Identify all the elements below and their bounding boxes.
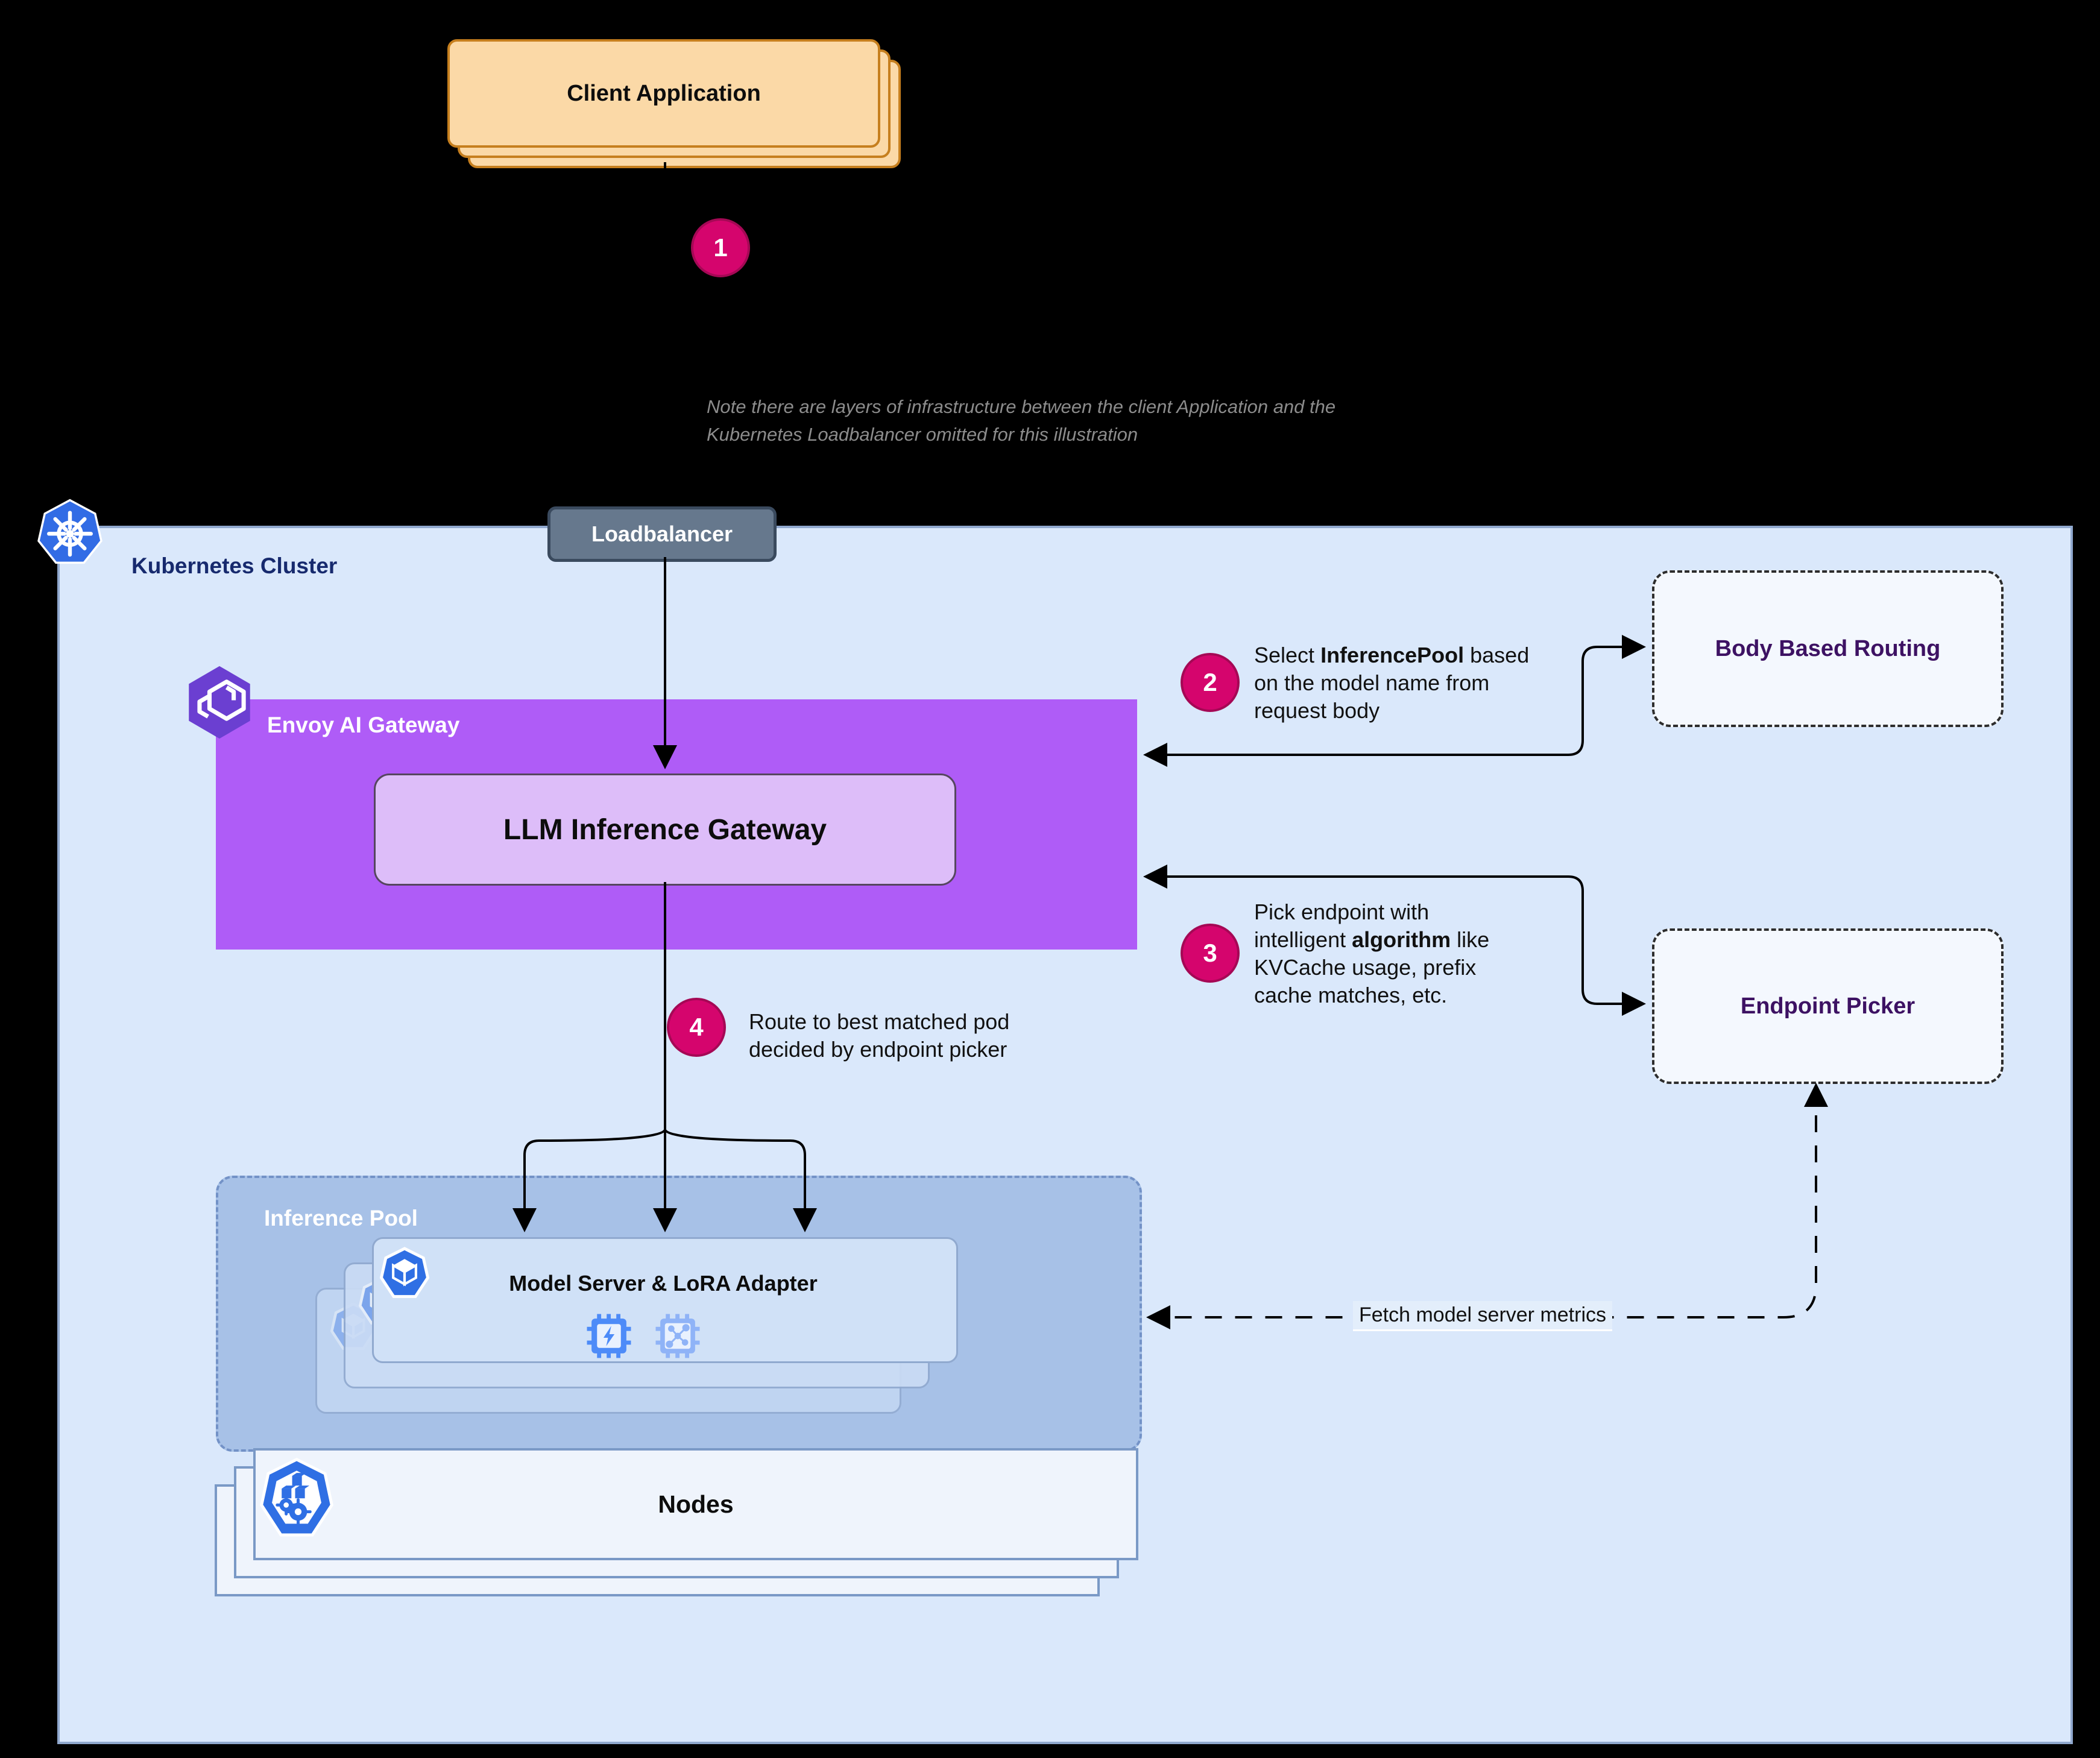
step-3-text: Pick endpoint with intelligent algorithm… — [1254, 898, 1489, 1009]
llm-inference-gateway-label: LLM Inference Gateway — [503, 813, 827, 846]
step-2-line-1: Select InferencePool based — [1254, 643, 1530, 667]
envoy-ai-gateway-label: Envoy AI Gateway — [267, 713, 460, 737]
step-2-line-3: request body — [1254, 698, 1380, 723]
kubernetes-cluster-label: Kubernetes Cluster — [131, 553, 338, 578]
pod-icon — [379, 1247, 430, 1300]
inference-pool-label: Inference Pool — [264, 1206, 418, 1230]
envoy-icon — [184, 664, 255, 740]
client-application-box: Client Application — [447, 39, 880, 148]
step-4-line-1: Route to best matched pod — [749, 1009, 1010, 1034]
note-line-2: Kubernetes Loadbalancer omitted for this… — [707, 424, 1138, 445]
gpu-circuit-icon — [655, 1313, 701, 1359]
step-1-badge: 1 — [691, 218, 750, 277]
step-3-line-2: intelligent algorithm like — [1254, 927, 1490, 952]
client-application-label: Client Application — [567, 80, 761, 106]
loadbalancer-box: Loadbalancer — [547, 506, 777, 562]
step-2-badge: 2 — [1181, 653, 1240, 712]
note-line-1: Note there are layers of infrastructure … — [707, 396, 1336, 417]
kubernetes-icon — [35, 497, 105, 567]
body-based-routing-box: Body Based Routing — [1652, 570, 2004, 727]
nodes-label: Nodes — [658, 1490, 734, 1518]
step-3-badge: 3 — [1181, 924, 1240, 983]
llm-inference-gateway-box: LLM Inference Gateway — [374, 773, 956, 886]
endpoint-picker-label: Endpoint Picker — [1740, 993, 1916, 1019]
loadbalancer-label: Loadbalancer — [591, 521, 733, 546]
nodes-box: Nodes — [253, 1448, 1138, 1560]
step-4-text: Route to best matched pod decided by end… — [749, 1008, 1009, 1063]
step-4-badge: 4 — [667, 998, 726, 1057]
endpoint-picker-box: Endpoint Picker — [1652, 928, 2004, 1084]
fetch-metrics-label: Fetch model server metrics — [1353, 1301, 1612, 1331]
gpu-bolt-icon — [586, 1313, 632, 1359]
step-3-line-1: Pick endpoint with — [1254, 899, 1430, 924]
step-3-line-3: KVCache usage, prefix — [1254, 955, 1477, 980]
step-2-text: Select InferencePool based on the model … — [1254, 641, 1529, 725]
step-2-line-2: on the model name from — [1254, 670, 1490, 695]
body-based-routing-label: Body Based Routing — [1715, 635, 1941, 661]
step-3-line-4: cache matches, etc. — [1254, 983, 1448, 1007]
step-4-line-2: decided by endpoint picker — [749, 1037, 1007, 1062]
model-server-label: Model Server & LoRA Adapter — [509, 1271, 818, 1296]
infrastructure-note: Note there are layers of infrastructure … — [707, 393, 1335, 449]
node-icon — [259, 1457, 334, 1537]
